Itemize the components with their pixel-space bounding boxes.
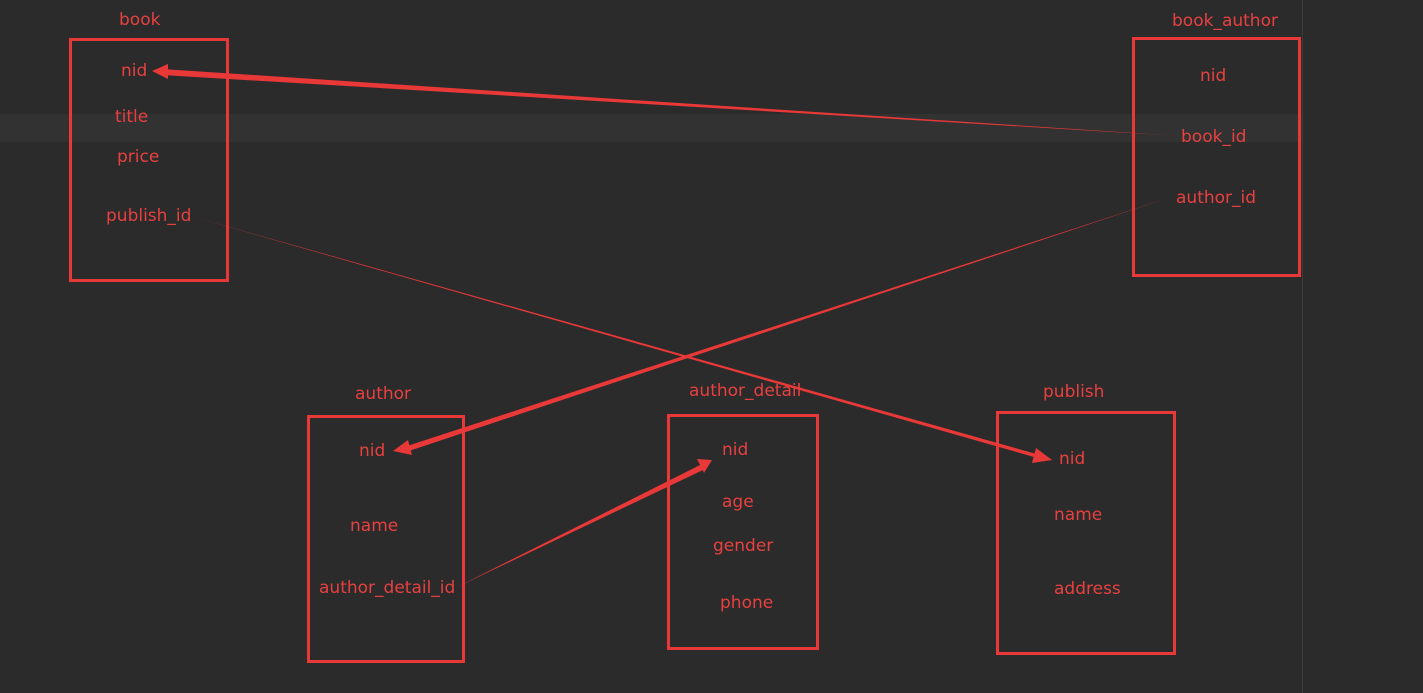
table-title-book: book — [119, 10, 161, 30]
field-author-detail-id: author_detail_id — [319, 578, 456, 598]
table-book-author — [1132, 37, 1301, 277]
field-author-detail-gender: gender — [713, 536, 774, 556]
field-author-nid: nid — [359, 441, 386, 461]
field-author-detail-nid: nid — [722, 440, 749, 460]
field-book-publish-id: publish_id — [106, 206, 192, 226]
table-title-book-author: book_author — [1172, 11, 1278, 31]
field-publish-address: address — [1054, 579, 1121, 599]
field-book-author-author-id: author_id — [1176, 188, 1257, 208]
field-book-title: title — [115, 107, 149, 127]
field-book-author-book-id: book_id — [1181, 127, 1247, 147]
table-publish — [996, 411, 1176, 655]
table-title-publish: publish — [1043, 382, 1105, 402]
table-title-author-detail: author_detail — [689, 381, 802, 401]
field-author-detail-phone: phone — [720, 593, 774, 613]
field-book-price: price — [117, 147, 160, 167]
field-publish-nid: nid — [1059, 449, 1086, 469]
table-book — [69, 38, 229, 282]
editor-right-gutter — [1302, 0, 1423, 693]
table-author — [307, 415, 465, 663]
table-author-detail — [667, 414, 819, 650]
field-author-name: name — [350, 516, 399, 536]
arrow-author-detail-id-to-author-detail-nid — [455, 465, 703, 588]
table-title-author: author — [355, 384, 412, 404]
field-book-nid: nid — [121, 61, 148, 81]
field-book-author-nid: nid — [1200, 66, 1227, 86]
field-author-detail-age: age — [722, 492, 754, 512]
field-publish-name: name — [1054, 505, 1103, 525]
